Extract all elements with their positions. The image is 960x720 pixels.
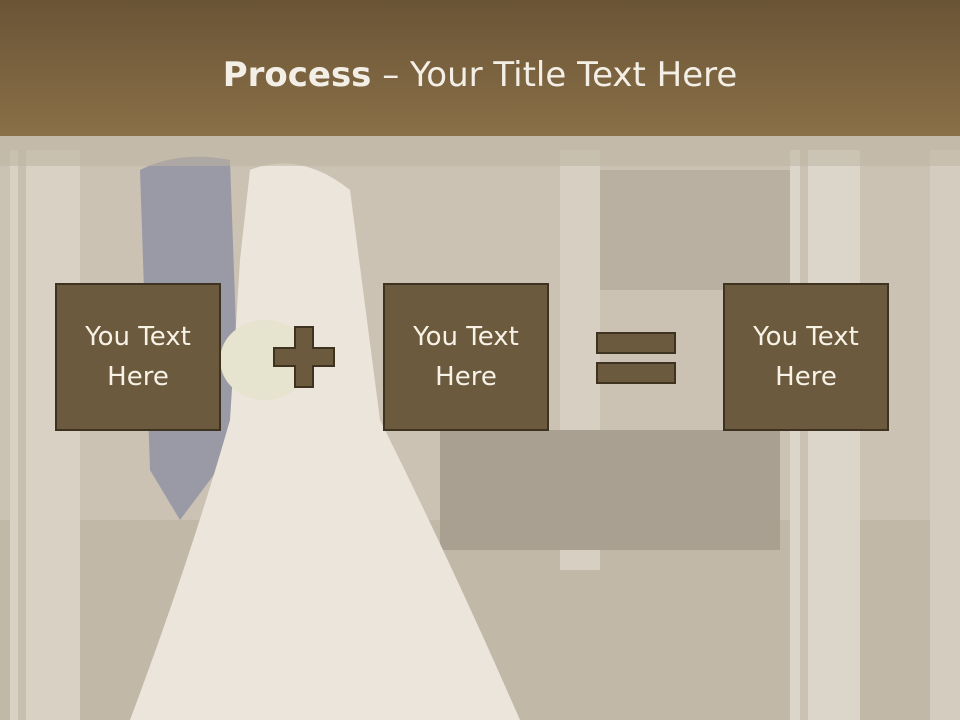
box-2-line-1: You Text — [413, 322, 519, 352]
slide-title: Process – Your Title Text Here — [0, 48, 960, 102]
box-3-line-2: Here — [775, 362, 837, 392]
plus-icon — [273, 326, 335, 388]
title-bar — [0, 0, 960, 136]
equals-icon — [596, 332, 676, 384]
box-1-line-1: You Text — [85, 322, 191, 352]
box-3-line-1: You Text — [753, 322, 859, 352]
process-box-1: You Text Here — [55, 283, 221, 431]
process-box-2: You Text Here — [383, 283, 549, 431]
box-1-line-2: Here — [107, 362, 169, 392]
title-rest: – Your Title Text Here — [371, 55, 738, 95]
title-band — [0, 136, 960, 166]
box-2-line-2: Here — [435, 362, 497, 392]
process-box-3: You Text Here — [723, 283, 889, 431]
title-bold: Process — [222, 55, 372, 95]
